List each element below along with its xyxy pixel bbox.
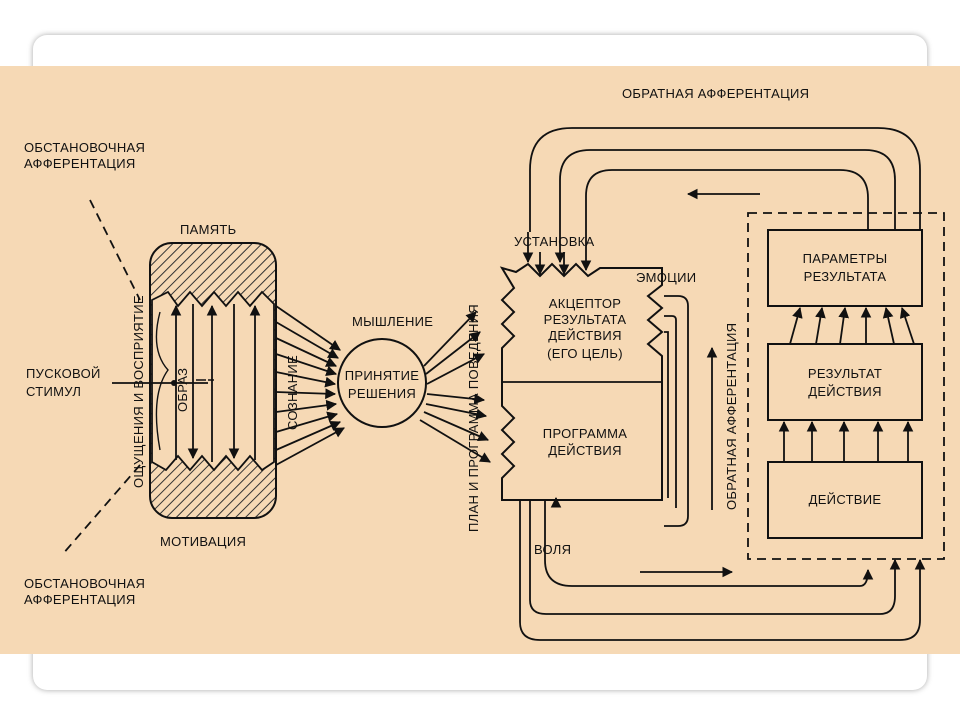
motivation-label: МОТИВАЦИЯ [160, 534, 246, 549]
top-feedback-loops [529, 127, 921, 272]
feedback-afferentation-top-label: ОБРАТНАЯ АФФЕРЕНТАЦИЯ [622, 86, 809, 101]
acceptor-label-1: АКЦЕПТОР [549, 296, 621, 311]
right-box-arrows [778, 306, 915, 462]
emotion-lines [664, 295, 689, 527]
params-result-label-2: РЕЗУЛЬТАТА [804, 269, 887, 284]
result-action-label-2: ДЕЙСТВИЯ [808, 384, 882, 399]
emotions-label: ЭМОЦИИ [636, 270, 696, 285]
situational-afferentation-top-2: АФФЕРЕНТАЦИЯ [24, 156, 136, 171]
program-label-1: ПРОГРАММА [543, 426, 627, 441]
trigger-stimulus-arrow [112, 380, 208, 386]
feedback-afferentation-vertical-label: ОБРАТНАЯ АФФЕРЕНТАЦИЯ [724, 323, 739, 510]
program-label-2: ДЕЙСТВИЯ [548, 443, 622, 458]
result-action-label-1: РЕЗУЛЬТАТ [808, 366, 882, 381]
params-result-box [767, 229, 923, 307]
decision-label-1: ПРИНЯТИЕ [345, 368, 420, 383]
result-dashed-container [747, 212, 945, 560]
decision-circle [337, 338, 427, 428]
plan-program-label: ПЛАН И ПРОГРАММА ПОВЕДЕНИЯ [466, 304, 481, 532]
trigger-stimulus-label-1: ПУСКОВОЙ [26, 366, 101, 381]
acceptor-label-3: ДЕЙСТВИЯ [548, 328, 622, 343]
consciousness-label: СОЗНАНИЕ [285, 355, 300, 430]
situational-afferentation-bottom-1: ОБСТАНОВОЧНАЯ [24, 576, 145, 591]
trigger-stimulus-label-2: СТИМУЛ [26, 384, 81, 399]
thinking-label: МЫШЛЕНИЕ [352, 314, 433, 329]
situational-afferentation-lines [61, 199, 141, 556]
memory-label: ПАМЯТЬ [180, 222, 237, 237]
will-label: ВОЛЯ [534, 542, 571, 557]
acceptor-label-4: (ЕГО ЦЕЛЬ) [547, 346, 623, 361]
converging-arrows [275, 305, 345, 466]
params-result-label-1: ПАРАМЕТРЫ [803, 251, 888, 266]
bottom-will-loops [519, 496, 926, 641]
acceptor-label-2: РЕЗУЛЬТАТА [544, 312, 627, 327]
action-label: ДЕЙСТВИЕ [809, 492, 882, 507]
situational-afferentation-bottom-2: АФФЕРЕНТАЦИЯ [24, 592, 136, 607]
decision-label-2: РЕШЕНИЯ [348, 386, 416, 401]
setting-label: УСТАНОВКА [514, 234, 595, 249]
diverging-arrows [419, 311, 491, 463]
sensation-perception-label: ОЩУЩЕНИЯ И ВОСПРИЯТИЕ [131, 295, 146, 488]
image-label: ОБРАЗ [175, 368, 190, 412]
result-action-box [767, 343, 923, 421]
action-box [767, 461, 923, 539]
acceptor-program-block [499, 232, 664, 501]
situational-afferentation-top-1: ОБСТАНОВОЧНАЯ [24, 140, 145, 155]
